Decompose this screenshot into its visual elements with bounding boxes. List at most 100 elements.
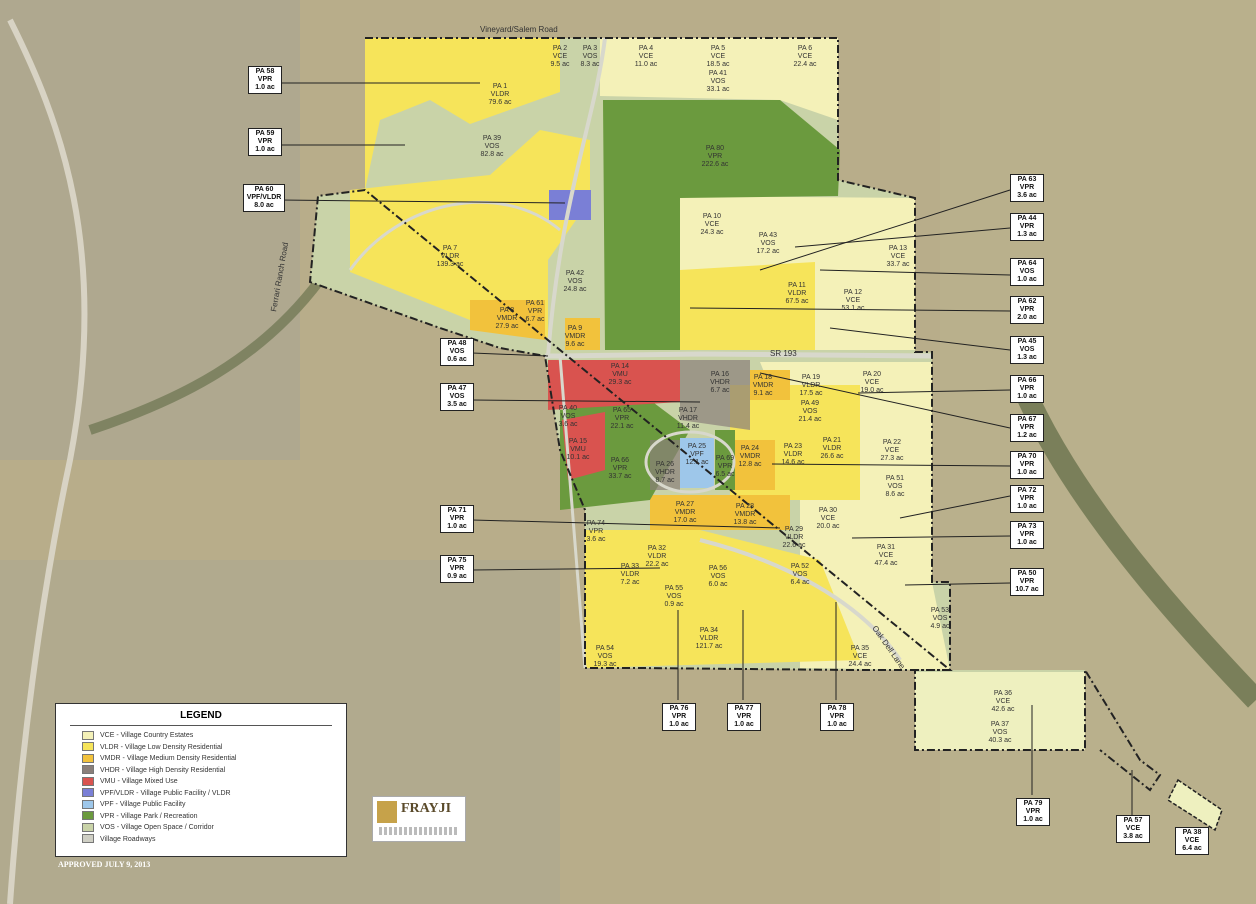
area-label-line: 8.7 ac: [655, 477, 675, 484]
legend-swatch: [82, 765, 94, 775]
callout-line: VOS: [1019, 268, 1035, 275]
area-label-line: PA 4: [639, 45, 653, 52]
area-label-line: 121.7 ac: [696, 643, 723, 650]
callout-line: PA 60: [254, 186, 274, 193]
area-label-line: PA 66: [611, 457, 629, 464]
area-label-line: VLDR: [621, 571, 640, 578]
callout-line: PA 44: [1017, 215, 1037, 222]
legend-swatch: [82, 742, 94, 752]
creek-west: [88, 276, 324, 435]
approval-date: APPROVED JULY 9, 2013: [58, 860, 151, 869]
area-label-line: PA 17: [679, 407, 697, 414]
callout-line: VPR: [829, 713, 845, 720]
area-label-line: VCE: [885, 447, 900, 454]
legend-swatch: [82, 730, 94, 740]
area-label-line: VOS: [711, 78, 726, 85]
area-label-line: VMDR: [675, 509, 696, 516]
area-label-line: 19.3 ac: [594, 661, 617, 668]
callout-line: PA 38: [1182, 829, 1202, 836]
area-label-line: VPF: [690, 451, 704, 458]
area-label-line: VLDR: [785, 534, 804, 541]
area-label-line: VOS: [761, 240, 776, 247]
vldr-pa34: [585, 530, 860, 668]
area-label-line: PA 18: [754, 374, 772, 381]
area-label-line: 33.7 ac: [887, 261, 910, 268]
area-label-line: PA 65: [613, 407, 631, 414]
area-label-line: VOS: [711, 573, 726, 580]
area-label-line: 33.1 ac: [707, 86, 730, 93]
area-label-line: 82.8 ac: [481, 151, 504, 158]
callout-line: PA 67: [1017, 416, 1037, 423]
area-label-line: 40.3 ac: [989, 737, 1012, 744]
area-label-line: PA 16: [711, 371, 729, 378]
area-label-line: 27.3 ac: [881, 455, 904, 462]
area-label-line: VOS: [888, 483, 903, 490]
callout-line: 1.3 ac: [1017, 354, 1037, 361]
callout-line: PA 76: [669, 705, 689, 712]
center-loop-road: [644, 430, 736, 494]
legend-swatch: [82, 788, 94, 798]
callout-line: 1.0 ac: [1017, 276, 1037, 283]
callout-line: PA 58: [255, 68, 275, 75]
area-label-line: 7.2 ac: [620, 579, 640, 586]
oak-dell-lane-road: [699, 538, 902, 662]
legend-item: VPR - Village Park / Recreation: [82, 811, 346, 823]
area-label-line: PA 40: [559, 405, 577, 412]
callout-line: PA 72: [1017, 487, 1037, 494]
callout-line: 10.7 ac: [1015, 586, 1039, 593]
area-label-line: 12.8 ac: [739, 461, 762, 468]
callout-line: PA 66: [1017, 377, 1037, 384]
legend-item: VPF/VLDR - Village Public Facility / VLD…: [82, 788, 346, 800]
callout-line: VPR: [1019, 531, 1035, 538]
callout-line: 1.0 ac: [1017, 503, 1037, 510]
area-label-line: PA 3: [583, 45, 597, 52]
callout-line: VPR: [1019, 461, 1035, 468]
callout-line: 6.4 ac: [1182, 845, 1202, 852]
callout-line: PA 64: [1017, 260, 1037, 267]
area-label-line: PA 55: [665, 585, 683, 592]
callout-line: PA 63: [1017, 176, 1037, 183]
area-label-line: VOS: [583, 53, 598, 60]
area-label-line: 6.4 ac: [790, 579, 810, 586]
callout-line: VPR: [736, 713, 752, 720]
callout-line: VCE: [1125, 825, 1141, 832]
area-label-line: 9.5 ac: [550, 61, 570, 68]
pa7-loop-road: [348, 200, 561, 271]
area-label-line: PA 20: [863, 371, 881, 378]
legend-label: Village Roadways: [100, 835, 156, 843]
callout-line: VPR: [257, 76, 273, 83]
area-label-line: VLDR: [648, 553, 667, 560]
callout-line: 1.0 ac: [1017, 469, 1037, 476]
area-label-line: PA 53: [931, 607, 949, 614]
callout-line: 1.0 ac: [447, 523, 467, 530]
area-label-line: 9.1 ac: [753, 390, 773, 397]
area-label-line: VOS: [485, 143, 500, 150]
area-label-line: PA 11: [788, 282, 806, 289]
callout-line: PA 48: [447, 340, 467, 347]
legend-label: VHDR - Village High Density Residential: [100, 766, 226, 774]
area-label-line: PA 15: [569, 438, 587, 445]
area-label-line: VMDR: [565, 333, 586, 340]
area-label-line: VLDR: [441, 253, 460, 260]
area-label-line: VLDR: [700, 635, 719, 642]
logo-mark: [377, 801, 397, 823]
area-label-line: PA 27: [676, 501, 694, 508]
callout-line: 3.8 ac: [1123, 833, 1143, 840]
callout-line: PA 77: [734, 705, 754, 712]
callout-line: VPR: [1019, 385, 1035, 392]
area-label-line: VLDR: [784, 451, 803, 458]
